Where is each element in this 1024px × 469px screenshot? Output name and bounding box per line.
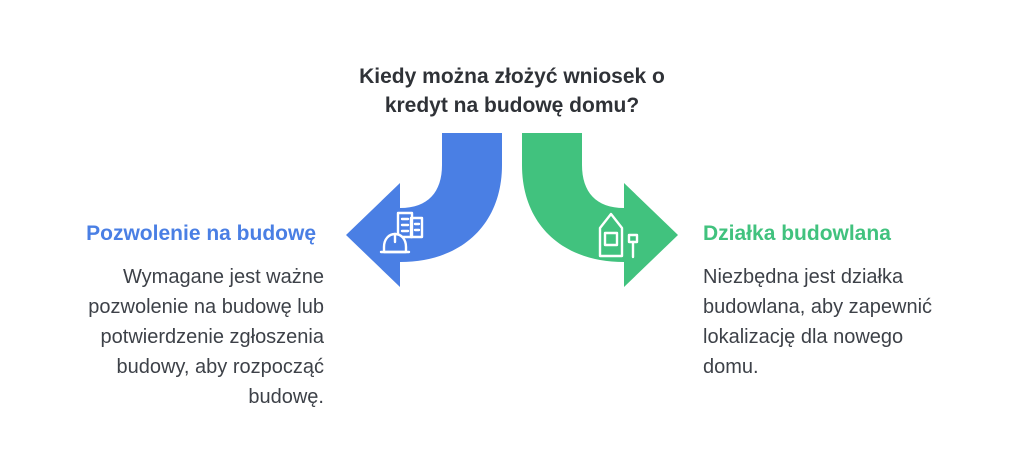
right-description-line: budowlana, aby zapewnić: [703, 296, 933, 318]
right-description-line: domu.: [703, 356, 759, 378]
diagram-title: Kiedy można złożyć wniosek o kredyt na b…: [312, 62, 712, 120]
title-line-2: kredyt na budowę domu?: [384, 94, 640, 117]
right-heading: Działka budowlana: [703, 222, 891, 245]
left-description-line: potwierdzenie zgłoszenia: [100, 326, 324, 348]
title-line-1: Kiedy można złożyć wniosek o: [359, 65, 665, 88]
left-arrow: [346, 133, 502, 287]
left-description-line: Wymagane jest ważne: [122, 266, 324, 288]
right-arrow: [522, 133, 678, 287]
left-heading: Pozwolenie na budowę: [86, 222, 316, 245]
right-description-line: Niezbędna jest działka: [703, 266, 904, 288]
left-description-line: budowę.: [248, 386, 324, 408]
left-description-line: pozwolenie na budowę lub: [88, 296, 324, 318]
left-description-line: budowy, aby rozpocząć: [116, 356, 324, 378]
right-description-line: lokalizację dla nowego: [703, 326, 904, 348]
construction-permit-icon: [379, 211, 424, 254]
left-description: Wymagane jest ważne pozwolenie na budowę…: [24, 262, 324, 412]
building-plot-icon: [598, 212, 639, 259]
right-description: Niezbędna jest działka budowlana, aby za…: [703, 262, 1003, 382]
